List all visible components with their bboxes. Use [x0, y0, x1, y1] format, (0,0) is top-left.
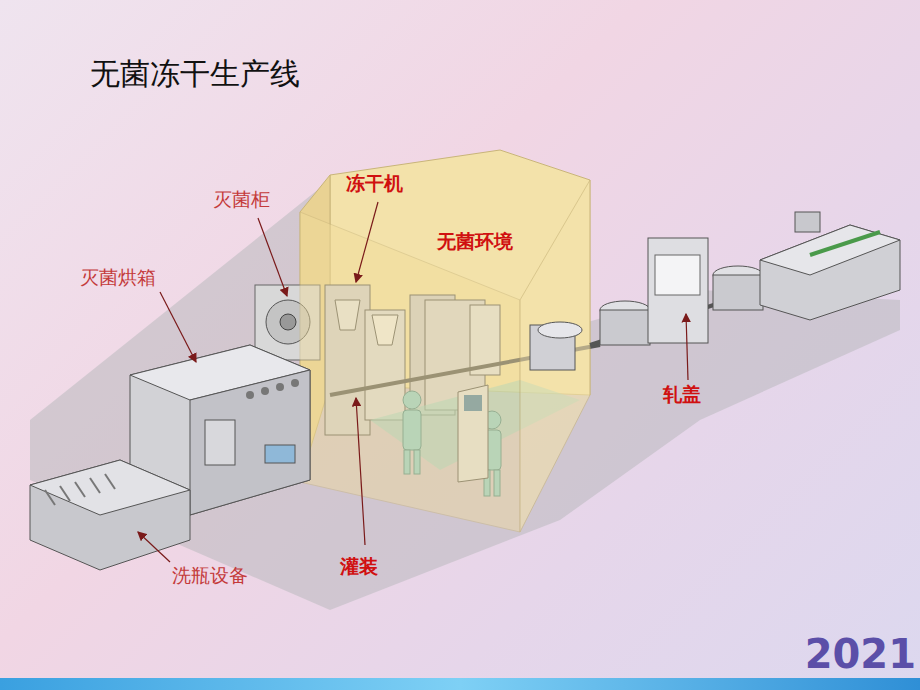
- part-label: 灌装: [340, 555, 378, 578]
- part-label: 洗瓶设备: [172, 564, 248, 587]
- leader-line: [138, 202, 688, 562]
- part-label: 灭菌柜: [213, 188, 270, 211]
- part-label: 冻干机: [346, 172, 403, 195]
- part-label: 灭菌烘箱: [80, 266, 156, 289]
- part-label: 无菌环境: [437, 230, 513, 253]
- footer-band: [0, 678, 920, 690]
- slide-title: 无菌冻干生产线: [90, 56, 300, 92]
- part-label: 轧盖: [663, 383, 701, 406]
- year-watermark: 2021: [805, 630, 916, 678]
